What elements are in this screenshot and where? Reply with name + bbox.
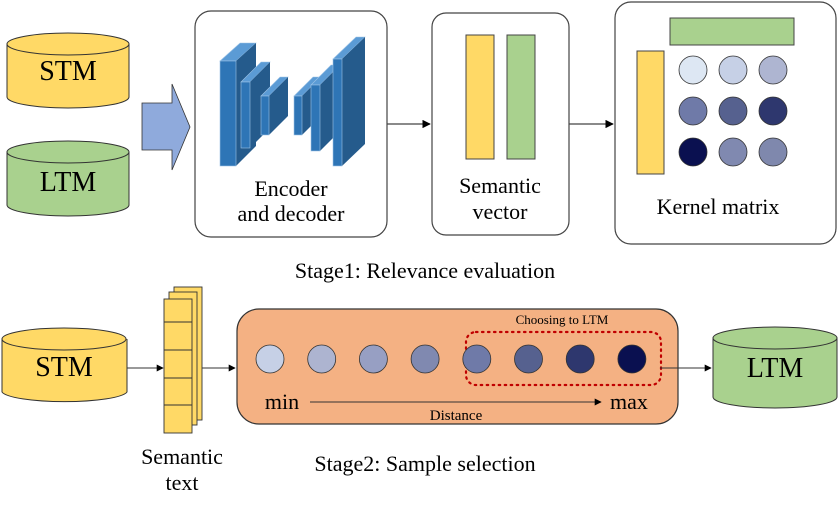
kernel-cell [718, 137, 748, 167]
stm-label-stage2: STM [35, 352, 93, 383]
distance-label: Distance [430, 408, 483, 424]
sample-circles [255, 344, 647, 374]
axis-min-label: min [265, 389, 299, 414]
stm-database-stage2: STM [1, 327, 128, 403]
sample-circle [307, 344, 337, 374]
sample-circle [410, 344, 440, 374]
ltm-label: LTM [40, 167, 97, 198]
block-arrow-icon [141, 83, 191, 171]
stage1-caption: Stage1: Relevance evaluation [295, 258, 555, 283]
ltm-database-stage2: LTM [712, 326, 838, 409]
sample-circle [462, 344, 492, 374]
encoder-label-line1: Encoder [254, 176, 328, 201]
semantic-text-label-line2: text [166, 470, 199, 495]
semantic-text-stack-icon [163, 286, 203, 434]
sample-selection-panel: Choosing to LTM min max Distance [236, 308, 679, 425]
semantic-vector-label-line2: vector [473, 199, 529, 224]
stm-vector-vertical [636, 50, 665, 175]
stm-vector-bar [465, 34, 495, 160]
kernel-cell [758, 55, 788, 85]
kernel-cell [678, 55, 708, 85]
encoder-label-line2: and decoder [238, 201, 346, 226]
encoder-decoder-box: Encoder and decoder [194, 10, 388, 238]
sample-circle [514, 344, 543, 374]
axis-max-label: max [610, 389, 648, 414]
sample-circle [358, 344, 388, 374]
kernel-cell [678, 96, 708, 126]
stage2-caption: Stage2: Sample selection [314, 451, 535, 476]
choosing-to-ltm-label: Choosing to LTM [516, 312, 609, 327]
ltm-vector-horizontal [669, 17, 795, 46]
kernel-cell [678, 137, 708, 167]
sample-circle [565, 344, 595, 374]
stm-database-stage1: STM [6, 32, 130, 109]
sample-circle [255, 344, 285, 374]
semantic-vector-label-line1: Semantic [459, 173, 541, 198]
stm-label: STM [39, 56, 97, 87]
kernel-cell [718, 96, 748, 126]
semantic-text-label-line1: Semantic [141, 444, 223, 469]
kernel-cells [678, 55, 788, 167]
kernel-matrix-box: Kernel matrix [614, 1, 837, 245]
kernel-cell [718, 55, 748, 85]
kernel-cell [758, 137, 788, 167]
sample-circle [617, 344, 647, 374]
ltm-vector-bar [506, 34, 536, 160]
kernel-matrix-label: Kernel matrix [657, 194, 780, 219]
kernel-cell [758, 96, 788, 126]
encoder-decoder-icon [219, 36, 366, 167]
ltm-label-stage2: LTM [747, 353, 804, 384]
ltm-database-stage1: LTM [6, 140, 130, 217]
semantic-vector-box: Semantic vector [431, 12, 570, 236]
